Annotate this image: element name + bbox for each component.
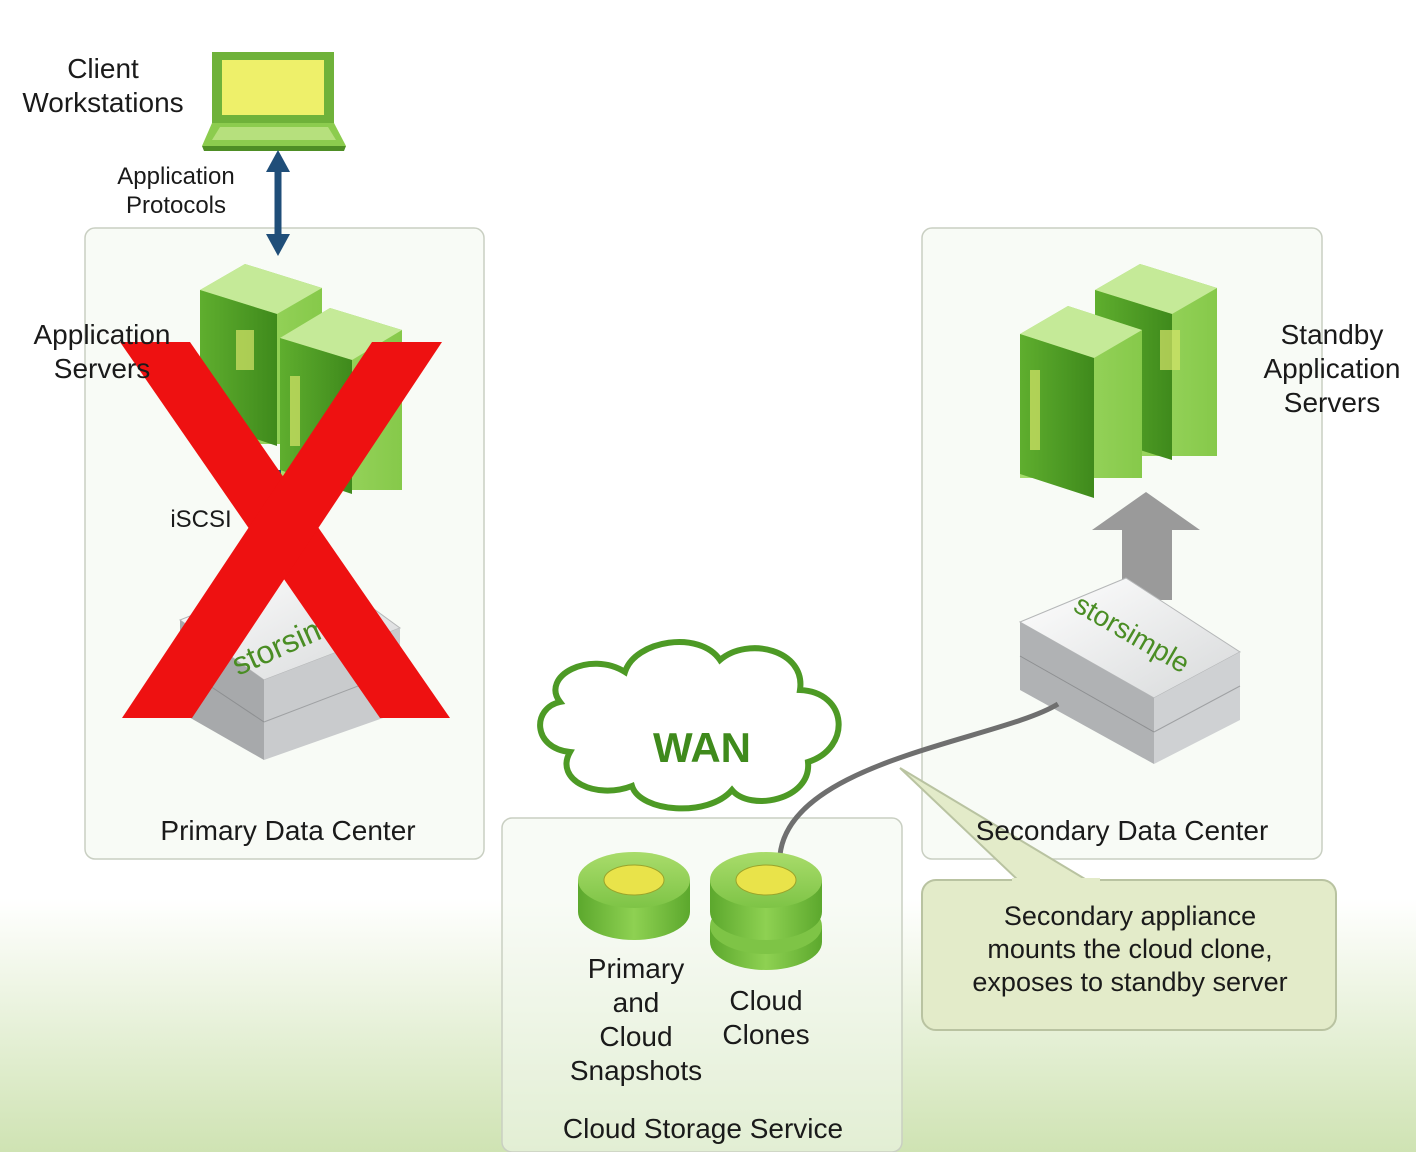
- wan-cloud-icon: [537, 639, 842, 812]
- clone-connection-line: [777, 701, 1060, 856]
- primary-datacenter-title: Primary Data Center: [160, 815, 416, 846]
- laptop-icon: [202, 52, 346, 151]
- iscsi-label: iSCSI: [170, 506, 232, 533]
- secondary-appliance-icon: [1018, 577, 1241, 764]
- secondary-server-front: [1020, 306, 1142, 498]
- wan-label: WAN: [653, 724, 751, 771]
- cloud-storage-title: Cloud Storage Service: [562, 1113, 844, 1144]
- application-servers-label: Application Servers: [33, 319, 171, 385]
- failure-x-icon: [120, 342, 450, 718]
- callout-bubble: [899, 767, 1337, 1031]
- expose-arrow: [1092, 492, 1200, 600]
- client-workstations-label: Client Workstations: [22, 53, 184, 119]
- protocols-arrow: [266, 150, 290, 256]
- application-protocols-label: Application Protocols: [117, 163, 235, 220]
- secondary-datacenter-title: Secondary Data Center: [975, 815, 1269, 846]
- clones-label: Cloud Clones: [722, 985, 810, 1051]
- standby-servers-label: Standby Application Servers: [1263, 319, 1401, 419]
- clone-disk-icon: [710, 852, 822, 970]
- callout-text: Secondary appliance mounts the cloud clo…: [972, 901, 1288, 997]
- snapshots-label: Primary and Cloud Snapshots: [569, 953, 703, 1087]
- snapshot-disk-icon: [578, 852, 690, 940]
